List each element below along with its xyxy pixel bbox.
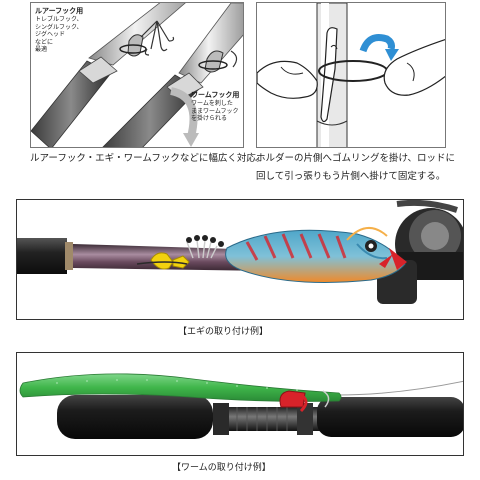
worm-on-rod-photo: [19, 373, 463, 439]
holder-mount-caption-line-2: 回して引っ張りもう片側へ掛けて固定する。: [256, 171, 446, 182]
lure-hook-illustration-panel: ルアーフック用 トレブルフック、 シングルフック、 ジグヘッド などに 最適 ワ…: [30, 2, 244, 148]
lure-hook-caption: ルアーフック・エギ・ワームフックなどに幅広く対応。: [30, 153, 266, 164]
holder-mount-illustration-panel: [256, 2, 446, 148]
lure-hook-types: トレブルフック、 シングルフック、 ジグヘッド などに 最適: [35, 16, 83, 53]
worm-example-panel: [16, 352, 464, 456]
egi-example-panel: [16, 199, 464, 320]
egi-on-rod-photo: [17, 200, 463, 304]
worm-example-caption: 【ワームの取り付け例】: [172, 463, 271, 473]
holder-mount-caption-line-1: ホルダーの片側へゴムリングを掛け、ロッドに: [256, 153, 456, 164]
holder-mount-diagram: [257, 3, 445, 147]
lure-hook-label: ルアーフック用: [35, 7, 84, 15]
worm-hook-description: ワームを刺した ままワームフック を掛けられる: [191, 100, 239, 122]
rod-holder-illustration: [31, 3, 243, 147]
egi-example-caption: 【エギの取り付け例】: [178, 327, 269, 337]
worm-hook-label: ワームフック用: [191, 91, 240, 99]
